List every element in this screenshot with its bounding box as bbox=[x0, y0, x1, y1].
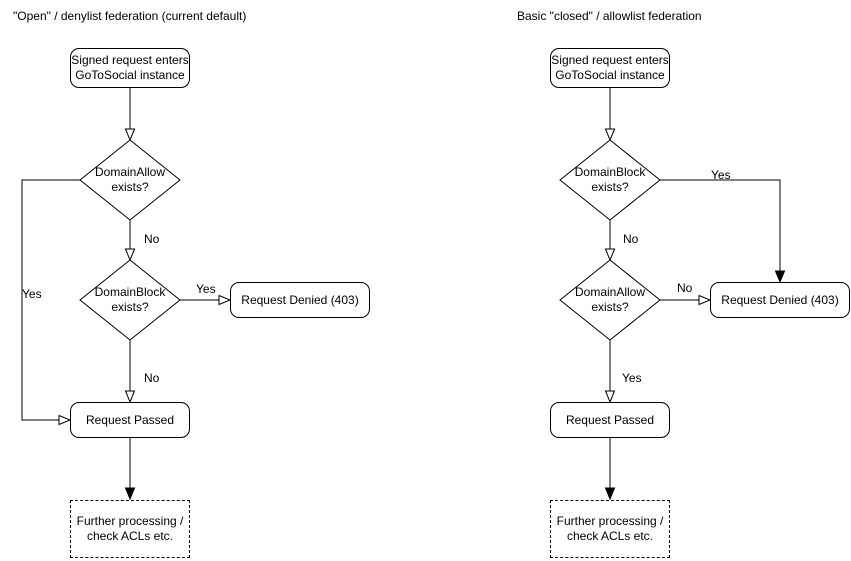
open-decision2-diamond bbox=[79, 259, 181, 341]
closed-decision2-diamond bbox=[559, 259, 661, 341]
closed-decision1-label: DomainBlock exists? bbox=[574, 165, 646, 194]
open-start-label: Signed request enters GoToSocial instanc… bbox=[71, 53, 189, 82]
open-decision2-label: DomainBlock exists? bbox=[94, 285, 166, 314]
chart-title-closed: Basic "closed" / allowlist federation bbox=[517, 9, 702, 23]
chart-title-open: "Open" / denylist federation (current de… bbox=[13, 9, 247, 23]
closed-decision2-label: DomainAllow exists? bbox=[574, 285, 646, 314]
closed-further-node: Further processing / check ACLs etc. bbox=[550, 500, 670, 558]
open-decision1-yes-label: Yes bbox=[22, 287, 42, 301]
closed-start-label: Signed request enters GoToSocial instanc… bbox=[551, 53, 669, 82]
closed-passed-label: Request Passed bbox=[565, 412, 655, 427]
open-passed-label: Request Passed bbox=[85, 412, 175, 427]
open-further-node: Further processing / check ACLs etc. bbox=[70, 500, 190, 558]
closed-decision2-no-label: No bbox=[677, 281, 693, 295]
closed-decision1-no-label: No bbox=[623, 232, 639, 246]
closed-start-node: Signed request enters GoToSocial instanc… bbox=[550, 48, 670, 88]
closed-decision2-yes-label: Yes bbox=[622, 371, 642, 385]
closed-denied-node: Request Denied (403) bbox=[710, 282, 850, 318]
closed-decision1-diamond bbox=[559, 139, 661, 221]
open-denied-node: Request Denied (403) bbox=[230, 282, 370, 318]
open-start-node: Signed request enters GoToSocial instanc… bbox=[70, 48, 190, 88]
open-denied-label: Request Denied (403) bbox=[241, 292, 359, 307]
open-decision2-yes-label: Yes bbox=[196, 282, 216, 296]
open-decision1-label: DomainAllow exists? bbox=[94, 165, 166, 194]
open-decision2-no-label: No bbox=[144, 371, 160, 385]
open-decision1-no-label: No bbox=[144, 232, 160, 246]
edge-open-decision1-yes bbox=[21, 179, 80, 420]
edge-closed-decision1-yes bbox=[660, 179, 780, 282]
closed-decision1-yes-label: Yes bbox=[711, 168, 731, 182]
closed-further-label: Further processing / check ACLs etc. bbox=[556, 514, 664, 543]
closed-passed-node: Request Passed bbox=[550, 402, 670, 438]
open-decision1-diamond bbox=[79, 139, 181, 221]
closed-denied-label: Request Denied (403) bbox=[721, 292, 839, 307]
open-passed-node: Request Passed bbox=[70, 402, 190, 438]
open-further-label: Further processing / check ACLs etc. bbox=[76, 514, 184, 543]
